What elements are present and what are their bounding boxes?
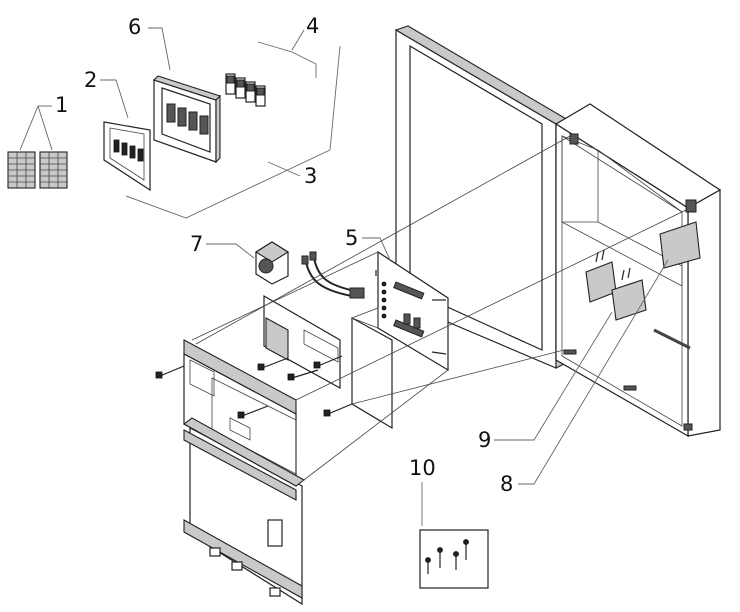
part-10-hardware-bag: [419, 529, 489, 589]
alignment-lines: [191, 135, 687, 487]
callout-7: 7: [190, 232, 204, 256]
leader-9: [494, 311, 613, 441]
screws: [155, 355, 353, 419]
leader-4-tick: [291, 29, 305, 51]
leader-8: [518, 259, 669, 485]
callout-4: 4: [306, 14, 320, 38]
enclosure-box: [554, 103, 722, 438]
part-4-rocker-switches: [225, 73, 266, 107]
part-2-switch-plate: [103, 121, 151, 192]
part-1-terminal-strips: [7, 151, 68, 189]
callout-5: 5: [345, 226, 359, 250]
leader-3-envelope: [125, 45, 341, 219]
leader-6: [148, 27, 171, 71]
leader-7: [206, 243, 255, 259]
callout-2: 2: [84, 68, 98, 92]
callout-6: 6: [128, 15, 142, 39]
callout-10: 10: [409, 456, 436, 480]
leader-5: [362, 237, 391, 261]
leader-3: [267, 161, 301, 177]
callout-9: 9: [478, 428, 492, 452]
leader-2: [100, 79, 129, 119]
leader-1: [19, 105, 53, 151]
part-7-component: [254, 241, 290, 285]
callout-1: 1: [55, 93, 69, 117]
mounting-plate: [182, 294, 341, 606]
wire-harness: [301, 251, 365, 299]
callout-3: 3: [304, 164, 318, 188]
part-6-large-switch-plate: [152, 75, 222, 164]
callout-8: 8: [500, 472, 514, 496]
leader-4: [257, 41, 317, 78]
